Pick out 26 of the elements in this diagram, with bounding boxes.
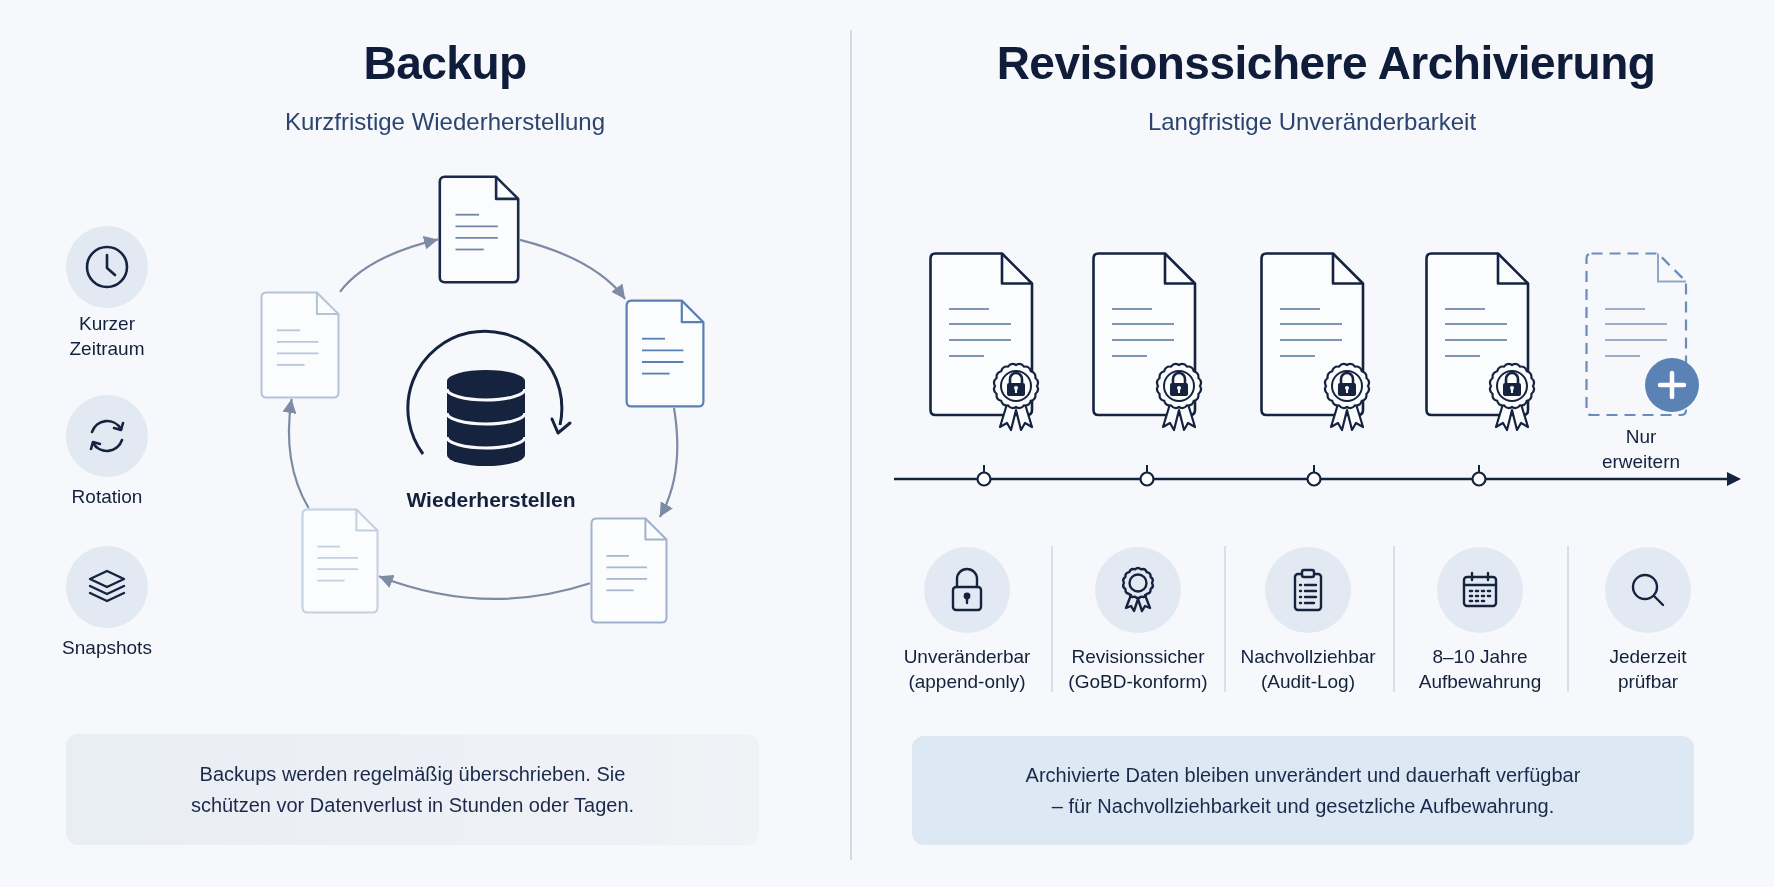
cycle-arrow <box>658 407 679 518</box>
panel-heading: Backup <box>363 36 527 91</box>
cycle-arrow <box>378 574 591 600</box>
document-icon <box>625 299 705 408</box>
cycle-arrow <box>282 398 310 509</box>
document-caption: Nur erweitern <box>1600 425 1682 475</box>
cycle-caption: Wiederherstellen <box>406 487 576 513</box>
cycle-arrow <box>519 238 626 300</box>
panel-heading: Revisionssichere Archivierung <box>996 36 1656 91</box>
feature-caption: Unveränderbar (append-only) <box>902 645 1032 695</box>
feature-caption: 8–10 Jahre Aufbewahrung <box>1417 645 1543 695</box>
panel-subtitle: Kurzfristige Wiederherstellung <box>284 107 606 137</box>
icon-caption: Kurzer Zeitraum <box>68 312 146 362</box>
document-icon <box>301 508 379 614</box>
cycle-arrow <box>339 236 439 293</box>
document-icon <box>590 517 668 624</box>
feature-caption: Revisionssicher (GoBD-konform) <box>1067 645 1209 695</box>
summary-panel: Backups werden regelmäßig überschrieben. Sie schützen vor Datenverlust in Stunden oder Tagen. <box>66 734 759 845</box>
feature-caption: Nachvollziehbar (Audit-Log) <box>1239 645 1377 695</box>
icon-caption: Rotation <box>70 485 144 509</box>
feature-caption: Jederzeit prüfbar <box>1608 645 1688 695</box>
panel-subtitle: Langfristige Unveränderbarkeit <box>1147 107 1477 137</box>
document-icon <box>438 175 520 284</box>
document-icon <box>260 291 340 399</box>
icon-caption: Snapshots <box>61 636 153 660</box>
summary-panel: Archivierte Daten bleiben unverändert und dauerhaft verfügbar – für Nachvollziehbarkeit und gesetzliche Aufbewahrung. <box>912 736 1694 845</box>
